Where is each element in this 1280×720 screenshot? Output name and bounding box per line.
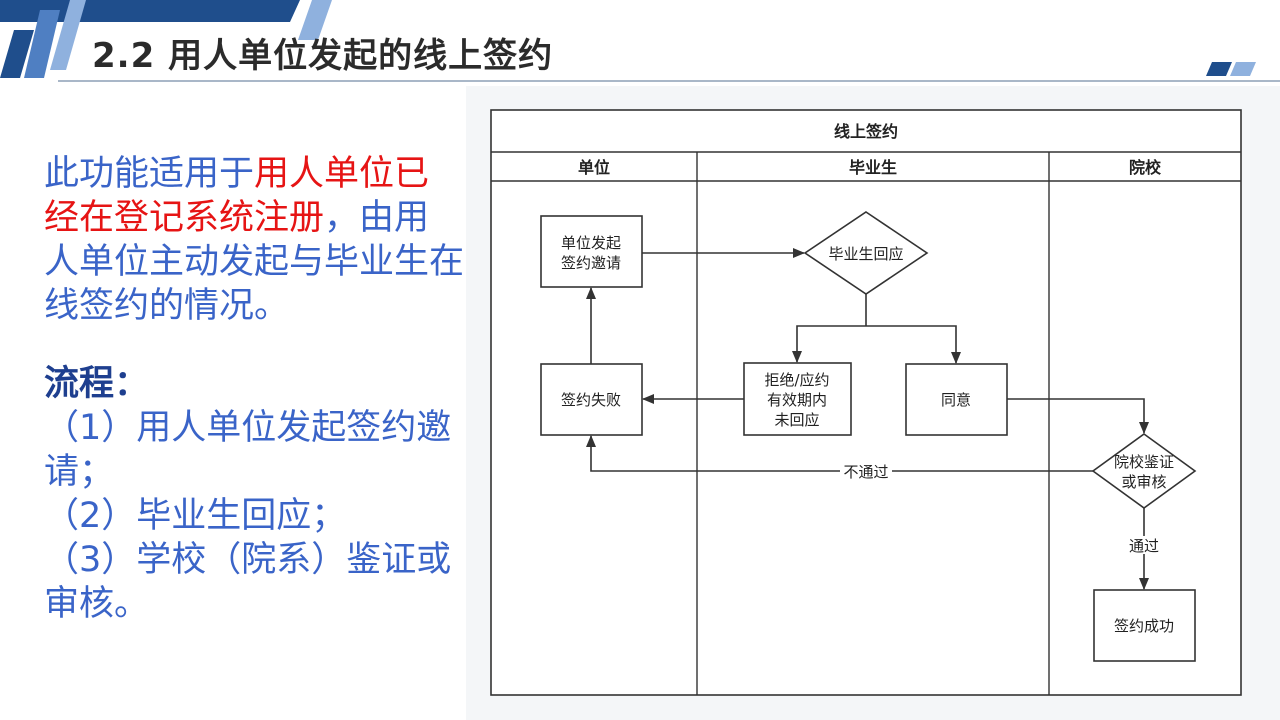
intro-text-3: ，由用人单位主动发起与毕业生在线签约的情况。 (44, 198, 465, 326)
node-fail-label: 签约失败 (561, 391, 621, 409)
header-slash-4 (298, 0, 332, 40)
arrow-verify-not-pass (586, 435, 1093, 472)
slide-header: 2.2 用人单位发起的线上签约 (0, 0, 1280, 85)
intro-highlight: 用人单位已经在登记系统注册 (44, 154, 430, 238)
lane-header-graduate: 毕业生 (849, 158, 897, 177)
edge-label-bg-not-pass (840, 462, 892, 480)
node-initiate-invitation (540, 215, 643, 288)
process-step-3: （3）学校（院系）鉴证或审核。 (44, 540, 452, 624)
diagram-title: 线上签约 (834, 122, 898, 141)
arrow-agree-to-verify (1007, 398, 1149, 434)
edge-label-pass: 通过 (1129, 537, 1159, 555)
header-slash-2 (24, 10, 60, 78)
intro-paragraph: 此功能适用于用人单位已经在登记系统注册，由用人单位主动发起与毕业生在线签约的情况… (44, 152, 464, 328)
header-corner-mark-light (1230, 62, 1256, 76)
edge-label-not-pass: 不通过 (843, 463, 888, 481)
lane-header-employer: 单位 (578, 158, 610, 177)
node-reject-line-2: 有效期内 (767, 391, 827, 409)
node-respond-label: 毕业生回应 (828, 245, 903, 263)
header-slash-3 (50, 0, 86, 70)
description-panel: 此功能适用于用人单位已经在登记系统注册，由用人单位主动发起与毕业生在线签约的情况… (44, 152, 464, 626)
arrow-respond-to-agree (866, 325, 961, 364)
node-signing-success (1093, 589, 1196, 662)
intro-text-1: 此功能适用于 (44, 154, 255, 194)
node-initiate-line-1: 单位发起 (561, 234, 621, 252)
node-reject-or-no-response (743, 362, 852, 436)
node-signing-failed (540, 363, 643, 436)
header-corner-mark-dark (1206, 62, 1232, 76)
process-heading: 流程： (44, 364, 150, 404)
header-divider (58, 80, 1280, 82)
node-success-label: 签约成功 (1114, 617, 1174, 635)
arrow-respond-to-reject (792, 325, 866, 363)
process-step-2: （2）毕业生回应； (44, 496, 347, 536)
node-reject-line-1: 拒绝/应约 (764, 371, 829, 389)
page-title: 2.2 用人单位发起的线上签约 (92, 36, 554, 76)
header-slash-1 (0, 30, 34, 78)
node-verify-line-2: 或审核 (1121, 473, 1166, 491)
lane-header-school: 院校 (1129, 158, 1162, 177)
node-reject-line-3: 未回应 (774, 411, 819, 429)
node-initiate-line-2: 签约邀请 (561, 254, 621, 272)
process-step-1: （1）用人单位发起签约邀请； (44, 408, 452, 492)
node-agree-label: 同意 (941, 391, 971, 409)
header-decoration (0, 0, 1256, 78)
node-verify-line-1: 院校鉴证 (1114, 453, 1174, 471)
edge-label-bg-pass (1124, 536, 1164, 554)
